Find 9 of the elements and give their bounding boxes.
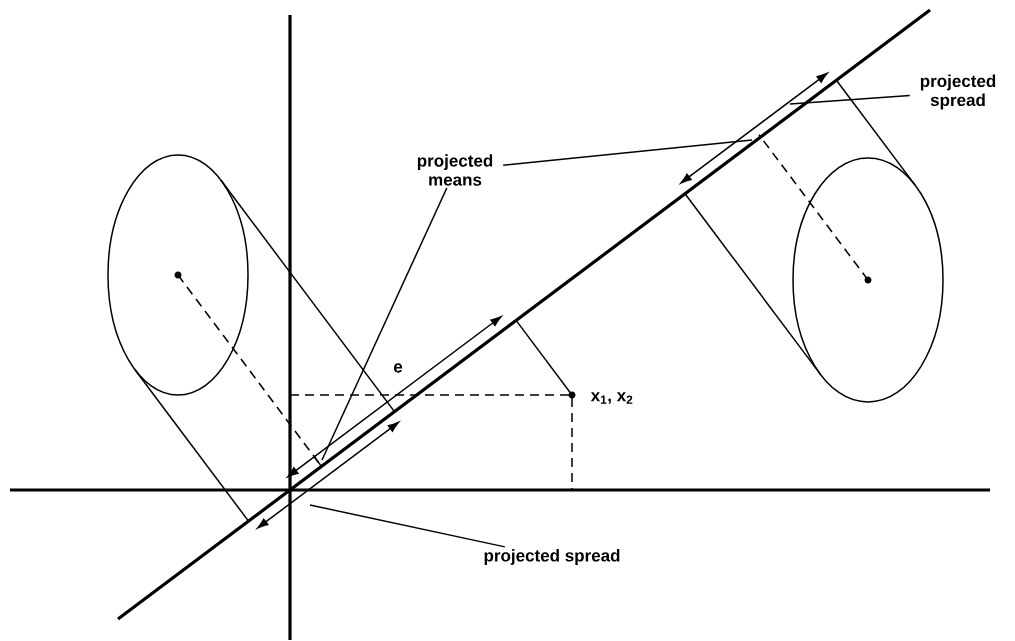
callout-text: projected spread <box>484 549 620 565</box>
callout-text: projected means <box>417 154 493 186</box>
leader-line <box>789 94 911 105</box>
point-label: x$_{1}$, x$_{2}$ <box>590 392 633 404</box>
callout-text: projected spread <box>920 74 996 110</box>
axis-label: e <box>393 363 403 373</box>
leader-line <box>502 139 753 166</box>
leader-line <box>309 504 506 548</box>
leader-line <box>321 187 448 461</box>
